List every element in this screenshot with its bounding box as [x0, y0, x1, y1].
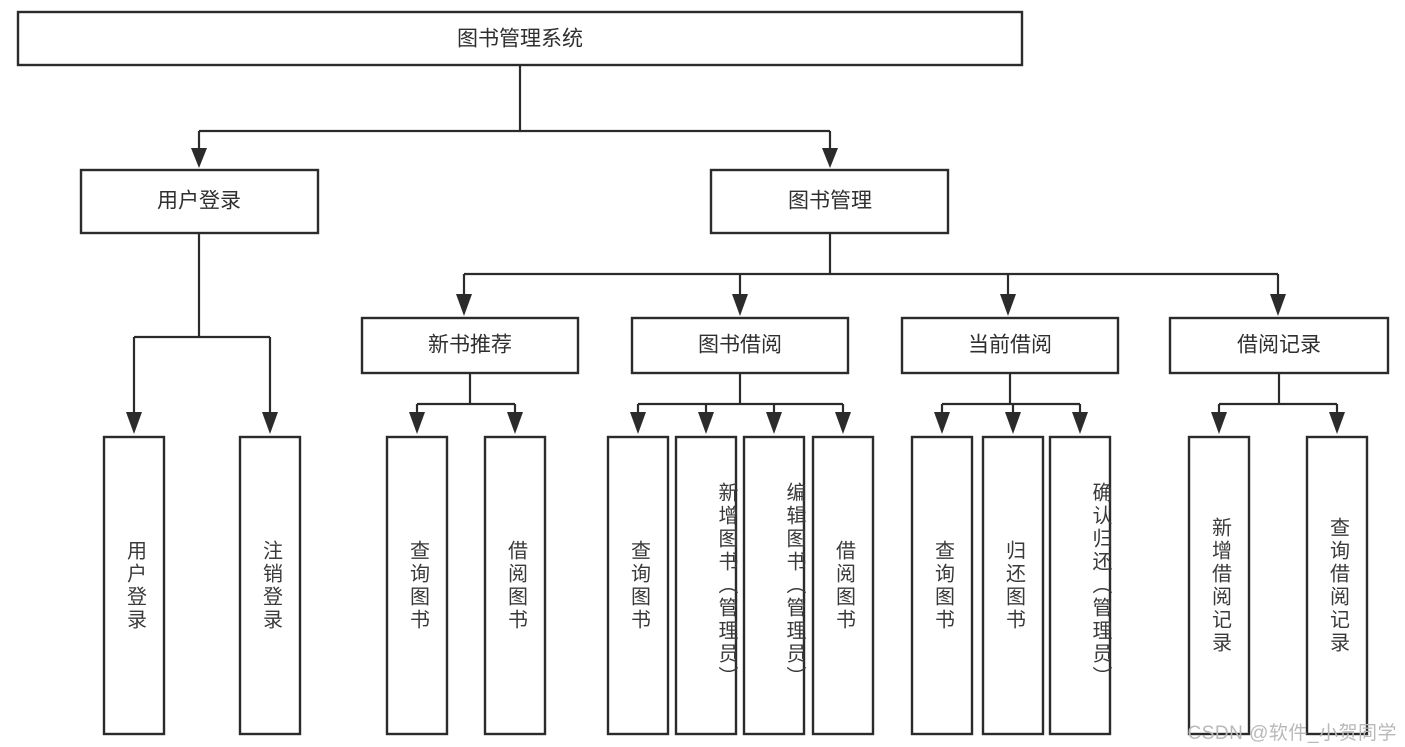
node-book-management-rect[interactable] [709, 168, 950, 235]
node-root-label: 图书管理系统 [457, 28, 583, 51]
node-user-login[interactable]: 用户登录 [79, 168, 320, 235]
node-new-book-recommend[interactable]: 新书推荐 [360, 316, 580, 375]
arrow-bb-leaf-3 [766, 412, 782, 434]
node-root[interactable]: 图书管理系统 [16, 10, 1024, 67]
leaf-label-return-book: 归还图书 [1002, 539, 1025, 632]
node-borrow-record-label: 借阅记录 [1237, 334, 1321, 357]
arrow-to-borrow-record [1270, 294, 1286, 316]
node-book-management-label: 图书管理 [788, 190, 872, 213]
arrow-bb-leaf-2 [698, 412, 714, 434]
arrow-cb-leaf-3 [1072, 412, 1088, 434]
leaf-label-query-book-bb: 查询图书 [627, 539, 650, 632]
leaf-rect-query-book-bb[interactable] [606, 435, 670, 736]
arrow-br-leaf-1 [1211, 412, 1227, 434]
leaf-rect-return-book[interactable] [981, 435, 1045, 736]
arrow-to-current-borrow [1000, 294, 1016, 316]
leaf-rect-borrow-book-bb[interactable] [811, 435, 875, 736]
arrow-to-leaf-user-login [126, 412, 142, 434]
arrow-cb-leaf-2 [1005, 412, 1021, 434]
leaf-rect-confirm-return-admin[interactable] [1048, 435, 1112, 736]
node-user-login-label: 用户登录 [157, 190, 241, 213]
node-book-borrow-rect[interactable] [630, 316, 850, 375]
leaf-rect-borrow-book-nbr[interactable] [483, 435, 547, 736]
leaf-rect-edit-book-admin[interactable] [742, 435, 806, 736]
node-book-borrow-label: 图书借阅 [698, 334, 782, 357]
node-user-login-rect[interactable] [79, 168, 320, 235]
arrow-bb-leaf-1 [630, 412, 646, 434]
arrow-bb-leaf-4 [835, 412, 851, 434]
arrow-to-book-borrow [732, 294, 748, 316]
leaf-label-add-book-admin: 新增图书（管理员） [715, 482, 737, 689]
leaf-rect-add-book-admin[interactable] [674, 435, 738, 736]
leaf-label-query-book-cb: 查询图书 [931, 539, 954, 632]
leaf-label-user-login: 用户登录 [123, 539, 146, 632]
node-current-borrow-rect[interactable] [900, 316, 1120, 375]
arrow-cb-leaf-1 [934, 412, 950, 434]
leaf-label-query-borrow-record: 查询借阅记录 [1326, 516, 1349, 655]
leaf-rect-logout[interactable] [238, 435, 302, 736]
arrow-br-leaf-2 [1329, 412, 1345, 434]
arrow-nbr-leaf-1 [409, 412, 425, 434]
node-borrow-record[interactable]: 借阅记录 [1168, 316, 1390, 375]
connectors [126, 65, 1345, 434]
arrow-root-to-user-login [191, 148, 207, 168]
leaf-rect-add-borrow-record[interactable] [1187, 435, 1251, 736]
node-book-management[interactable]: 图书管理 [709, 168, 950, 235]
arrow-to-leaf-logout [262, 412, 278, 434]
leaf-label-borrow-book-nbr: 借阅图书 [504, 539, 527, 632]
leaf-label-confirm-return-admin: 确认归还（管理员） [1089, 482, 1111, 689]
node-new-book-recommend-label: 新书推荐 [428, 334, 512, 357]
node-current-borrow-label: 当前借阅 [968, 334, 1052, 357]
leaf-label-query-book-nbr: 查询图书 [406, 539, 429, 632]
csdn-watermark: CSDN @软件_小贺同学 [1187, 723, 1397, 744]
leaf-label-add-borrow-record: 新增借阅记录 [1208, 516, 1231, 655]
leaf-rect-query-book-nbr[interactable] [385, 435, 449, 736]
node-root-rect[interactable] [16, 10, 1024, 67]
leaf-rect-user-login[interactable] [102, 435, 166, 736]
node-new-book-recommend-rect[interactable] [360, 316, 580, 375]
leaf-rect-query-book-cb[interactable] [910, 435, 974, 736]
arrow-root-to-book-mgmt [822, 148, 838, 168]
leaf-label-logout: 注销登录 [259, 539, 282, 632]
leaf-label-edit-book-admin: 编辑图书（管理员） [783, 482, 805, 689]
arrow-to-new-book-rec [456, 294, 472, 316]
arrow-nbr-leaf-2 [507, 412, 523, 434]
node-current-borrow[interactable]: 当前借阅 [900, 316, 1120, 375]
leaf-rect-query-borrow-record[interactable] [1305, 435, 1369, 736]
node-borrow-record-rect[interactable] [1168, 316, 1390, 375]
leaf-label-borrow-book-bb: 借阅图书 [832, 539, 855, 632]
leaf-boxes [102, 435, 1369, 736]
node-book-borrow[interactable]: 图书借阅 [630, 316, 850, 375]
